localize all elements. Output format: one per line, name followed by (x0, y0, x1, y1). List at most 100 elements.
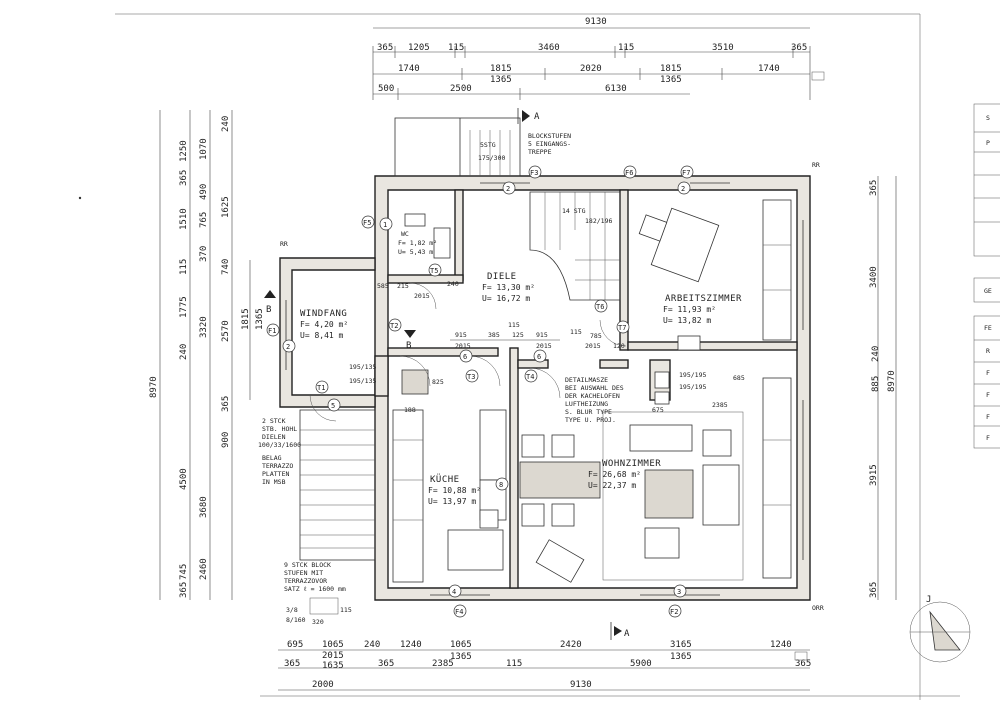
dim-label: 1815 (241, 308, 251, 330)
kueche-furniture (392, 369, 507, 583)
dim-label: 370 (199, 246, 209, 262)
dim-label: 8970 (887, 370, 897, 392)
stamp-text: 8/160 (286, 616, 306, 624)
dim-label: 240 (179, 344, 189, 360)
main-staircase: 14 STG 182/196 (529, 191, 621, 301)
arbeitszimmer-furniture (638, 199, 792, 351)
dim-label: 1365 (670, 652, 692, 662)
room-perimeter-wc: U= 5,43 m (398, 248, 433, 256)
dim-label: 695 (287, 640, 303, 650)
north-letter: J (926, 595, 931, 605)
room-labels: DIELE F= 13,30 m² U= 16,72 m ARBEITSZIMM… (300, 230, 742, 506)
legend-letter: F (986, 434, 990, 442)
dim-label: 9130 (570, 680, 592, 690)
note-line: IN MSB (262, 478, 286, 486)
dim-label: 3510 (712, 43, 734, 53)
dim-label: 115 (570, 328, 582, 336)
tag-n: 2 (681, 185, 685, 193)
dim-label: 3915 (869, 464, 879, 486)
note-line: TYPE U. PROJ. (565, 416, 616, 424)
dim-label: 3400 (869, 266, 879, 288)
dim-label: 240 (221, 116, 231, 132)
dim-label: 1740 (398, 64, 420, 74)
dim-label: 685 (733, 374, 745, 382)
note-line: DIELEN (262, 433, 286, 441)
tag-n: 1 (383, 221, 387, 229)
dim-label: 785 (590, 332, 602, 340)
note-line: S. BLUR TYPE (565, 408, 612, 416)
dim-label: 1775 (179, 296, 189, 318)
dim-label: 4500 (179, 468, 189, 490)
note-line: 2 STCK (262, 417, 286, 425)
dim-label: 240 (871, 346, 881, 362)
section-marker-bottom: A (610, 622, 630, 640)
section-letter: A (624, 629, 630, 639)
stair-ratio: 182/196 (585, 217, 612, 225)
legend-letter: GE (984, 287, 992, 295)
tag-f: F7 (682, 169, 690, 177)
b-letter: B (406, 341, 411, 351)
note-line: 5 EINGANGS- (528, 140, 571, 148)
tag-t: T1 (317, 384, 325, 392)
dim-label: 885 (871, 376, 881, 392)
legend-letter: F (986, 391, 990, 399)
corner-mark (811, 71, 825, 81)
dim-label: 365 (869, 582, 879, 598)
room-name-windfang: WINDFANG (300, 309, 347, 319)
dim-label: 2015 (585, 342, 601, 350)
tag-t: T4 (526, 373, 534, 381)
note-line: STB. HOHL (262, 425, 297, 433)
room-name-wc: WC (401, 230, 409, 238)
legend-letter: R (986, 347, 990, 355)
room-name-wohnzimmer: WOHNZIMMER (602, 459, 661, 469)
dim-label: 115 (506, 659, 522, 669)
tag-f: F2 (670, 608, 678, 616)
vent-label: 195/195 (679, 371, 706, 379)
note-line: TERRAZZOVOR (284, 577, 327, 585)
legend-letter: P (986, 139, 990, 147)
top-dimensions: 9130 365 1205 115 3460 115 3510 365 1740… (372, 17, 811, 100)
dim-label: 1365 (490, 75, 512, 85)
dim-label: 500 (378, 84, 394, 94)
dim-label: 1740 (758, 64, 780, 74)
wohnzimmer-furniture (519, 371, 792, 583)
b-letter: B (266, 305, 271, 315)
section-letter: A (534, 112, 540, 122)
dim-label: 3320 (199, 316, 209, 338)
dim-label: 490 (199, 184, 209, 200)
dim-label: 1250 (179, 140, 189, 162)
dim-label: 115 (508, 321, 520, 329)
dim-label: 1815 (660, 64, 682, 74)
dim-label: 240 (447, 280, 459, 288)
section-marker-top: A (517, 108, 540, 124)
detail-stamp: 3/8 8/160 320 115 (286, 597, 352, 626)
dim-label: 915 (536, 331, 548, 339)
vent-label: 195/135 (349, 377, 376, 385)
vent-label: 195/195 (679, 383, 706, 391)
tag-n: 4 (452, 588, 456, 596)
dim-label: 2385 (712, 401, 728, 409)
stamp-text: 115 (340, 606, 352, 614)
room-area-arbeitszimmer: F= 11,93 m² (663, 305, 716, 314)
dim-label: 2015 (536, 342, 552, 350)
dim-label: 1240 (770, 640, 792, 650)
room-area-windfang: F= 4,20 m² (300, 320, 348, 329)
dim-label: 115 (618, 43, 634, 53)
dim-label: 2570 (221, 320, 231, 342)
note-line: DER KACHELOFEN (565, 392, 620, 400)
dim-label: 2460 (199, 558, 209, 580)
note-line: PLATTEN (262, 470, 289, 478)
stair-ratio: 175/300 (478, 154, 505, 162)
dim-label: 2015 (414, 292, 430, 300)
legend-letter: F (986, 413, 990, 421)
dim-label: 365 (179, 170, 189, 186)
building-walls (279, 117, 811, 601)
dim-label: 365 (284, 659, 300, 669)
dim-label: 2500 (450, 84, 472, 94)
dim-label: 1815 (490, 64, 512, 74)
tag-n: 2 (286, 343, 290, 351)
note-line: BEI AUSWAHL DES (565, 384, 624, 392)
outdoor-steps (299, 409, 376, 561)
room-area-wohnzimmer: F= 26,68 m² (588, 470, 641, 479)
stamp-text: 3/8 (286, 606, 298, 614)
